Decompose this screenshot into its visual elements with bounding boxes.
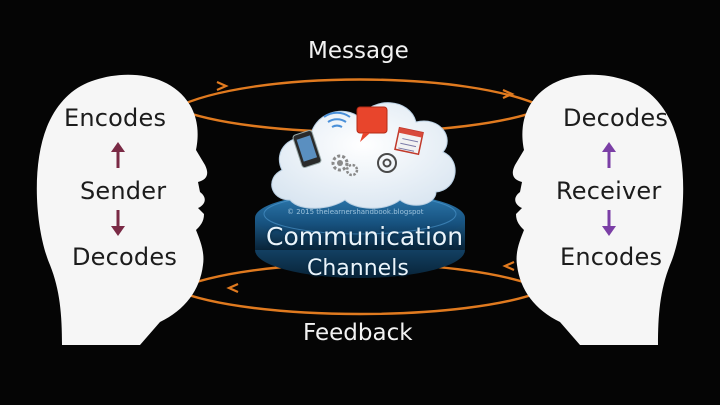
sender-arrows: [111, 142, 125, 236]
arrow-up-icon: [111, 142, 125, 152]
arrow-down-icon: [602, 226, 616, 236]
receiver-role-label: Receiver: [556, 177, 662, 205]
channel-title-line1: Communication: [266, 222, 464, 251]
receiver-decodes-label: Decodes: [563, 104, 669, 132]
arrow-up-icon: [602, 142, 616, 152]
phone-icon: [292, 130, 322, 168]
sender-head: [36, 74, 208, 346]
chat-bubble-icon: [356, 106, 388, 142]
receiver-encodes-label: Encodes: [560, 243, 663, 271]
sender-decodes-label: Decodes: [72, 243, 178, 271]
gear-icon: [331, 154, 359, 177]
receiver-arrows: [602, 142, 616, 236]
feedback-label: Feedback: [303, 320, 413, 346]
chevron-right-icon: [216, 80, 229, 92]
chevron-left-icon: [226, 282, 239, 294]
channel-title-line2: Channels: [307, 256, 409, 281]
sender-role-label: Sender: [80, 177, 167, 205]
calendar-icon: [394, 126, 424, 156]
receiver-head: [512, 74, 684, 346]
arrow-down-icon: [111, 226, 125, 236]
copyright-text: © 2015 thelearnershandbook.blogspot: [287, 208, 424, 216]
message-label: Message: [308, 38, 409, 64]
chevron-right-icon: [502, 88, 515, 100]
sender-encodes-label: Encodes: [64, 104, 167, 132]
at-sign-icon: [377, 153, 397, 173]
wifi-icon: [323, 111, 351, 128]
chevron-left-icon: [502, 260, 515, 272]
